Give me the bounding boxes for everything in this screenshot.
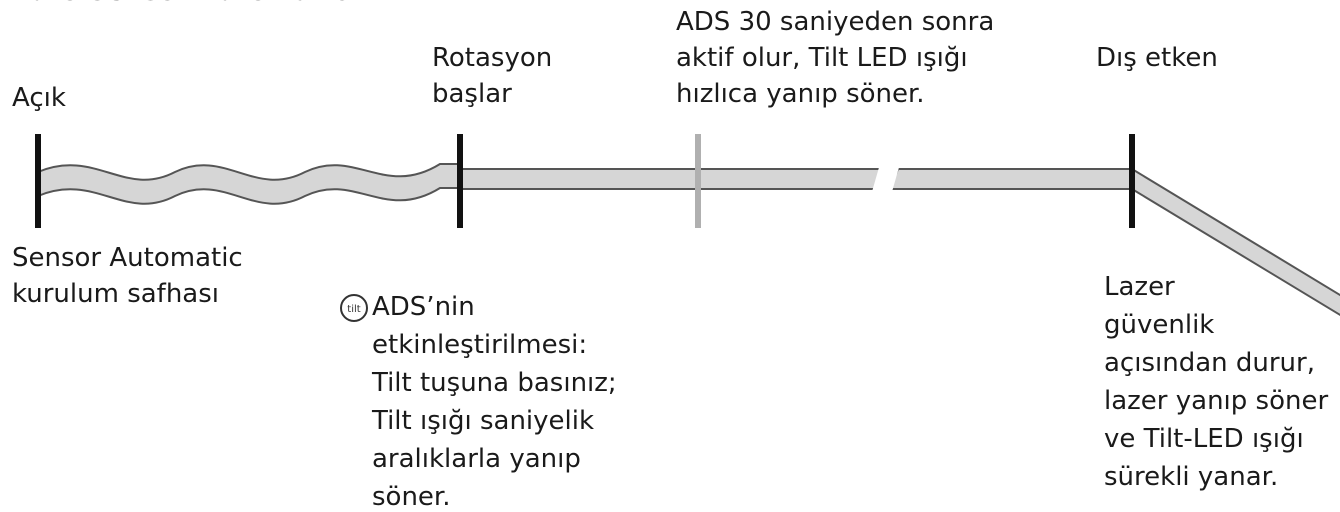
- label-line: lazer yanıp söner: [1104, 386, 1329, 416]
- label-laser-stop: Lazer güvenlik açısından durur, lazer ya…: [1104, 268, 1328, 496]
- label-line: Tilt tuşuna basınız;: [372, 368, 617, 398]
- label-ads-active: ADS 30 saniyeden sonra aktif olur, Tilt …: [676, 4, 994, 112]
- label-line: Rotasyon: [432, 43, 553, 73]
- label-line: aralıklarla yanıp: [372, 444, 581, 474]
- tilt-icon-text: tilt: [347, 304, 360, 315]
- label-line: açısından durur,: [1104, 348, 1315, 378]
- tilt-icon: tilt: [340, 294, 368, 322]
- label-external-event: Dış etken: [1096, 43, 1218, 73]
- clipped-top-heading: Auto Sensor Automatic: [10, 0, 348, 10]
- rotation-band-segment-2: [888, 168, 1133, 190]
- label-line: etkinleştirilmesi:: [372, 330, 588, 360]
- rotation-band-segment-1: [459, 168, 900, 190]
- label-line: başlar: [432, 79, 512, 109]
- label-line: hızlıca yanıp söner.: [676, 79, 925, 109]
- label-sensor-setup: Sensor Automatic kurulum safhası: [12, 240, 243, 312]
- label-line: Sensor Automatic: [12, 243, 243, 273]
- timeline-break-gap: [871, 165, 900, 193]
- label-ads-enable: ADS’nin etkinleştirilmesi: Tilt tuşuna b…: [372, 288, 617, 512]
- label-rotation-start: Rotasyon başlar: [432, 40, 552, 112]
- label-on: Açık: [12, 83, 66, 113]
- label-line: ve Tilt-LED ışığı: [1104, 424, 1304, 454]
- label-line: ADS’nin: [372, 292, 475, 322]
- label-line: aktif olur, Tilt LED ışığı: [676, 43, 968, 73]
- label-line: ADS 30 saniyeden sonra: [676, 7, 995, 37]
- label-line: söner.: [372, 482, 451, 512]
- label-line: kurulum safhası: [12, 279, 220, 309]
- label-line: sürekli yanar.: [1104, 462, 1279, 492]
- label-line: güvenlik: [1104, 310, 1215, 340]
- setup-phase-wavy-band: [37, 163, 461, 205]
- label-line: Lazer: [1104, 272, 1175, 302]
- label-line: Tilt ışığı saniyelik: [372, 406, 595, 436]
